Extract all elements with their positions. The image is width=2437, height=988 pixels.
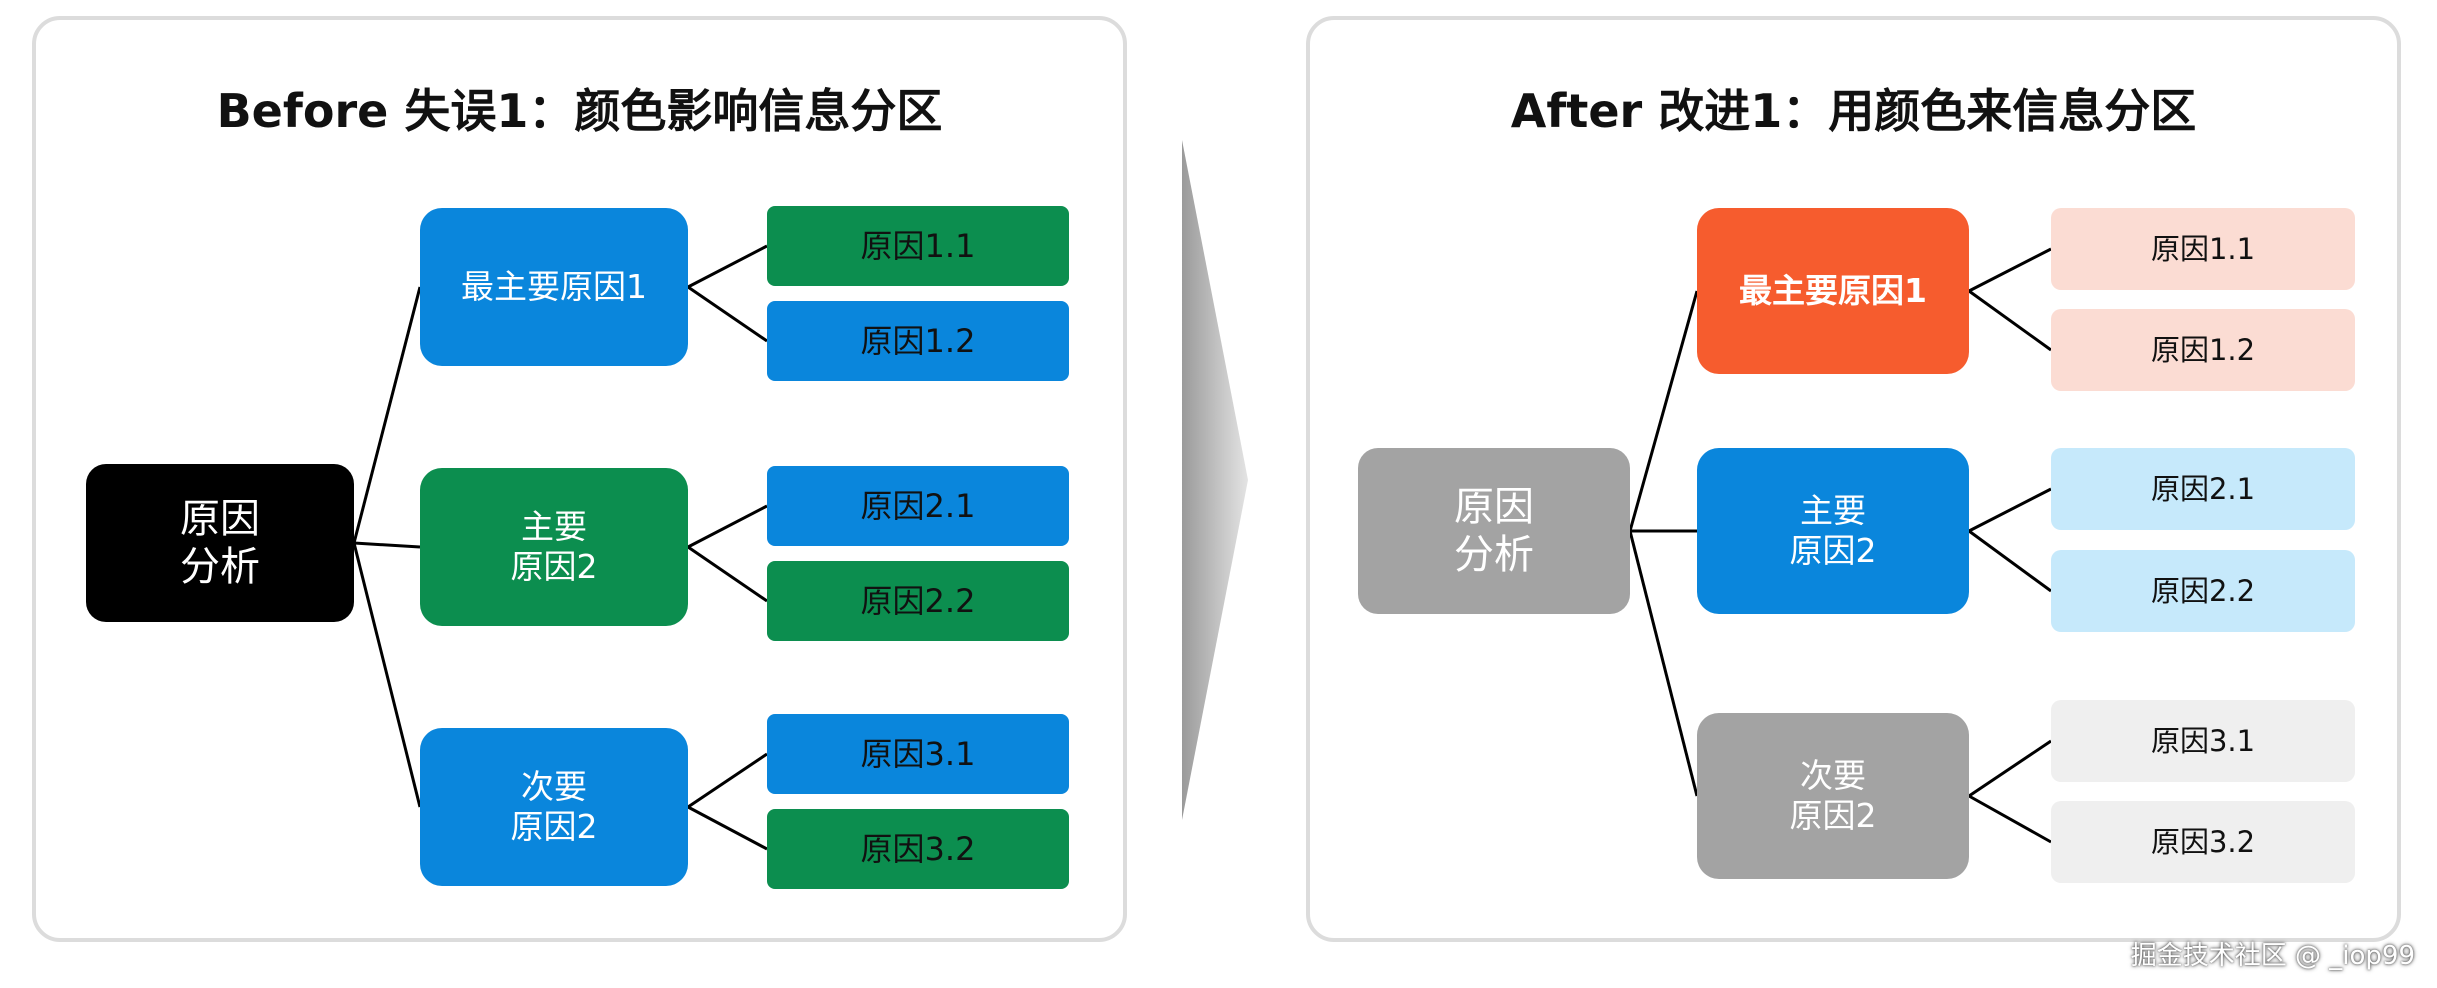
before-leaf-2-1: 原因2.1 [767,466,1069,546]
after-leaf-1-1: 原因1.1 [2051,208,2355,290]
before-link-branch-2-leaf-1 [687,504,768,549]
after-leaf-2-2: 原因2.2 [2051,550,2355,632]
after-link-branch-1-leaf-2 [1968,289,2052,352]
after-title: After 改进1：用颜色来信息分区 [1510,84,2197,138]
before-link-root-branch-3 [352,542,422,808]
after-branch-3: 次要 原因2 [1697,713,1969,879]
after-branch-2: 主要 原因2 [1697,448,1969,614]
before-link-branch-1-leaf-1 [687,244,768,289]
before-link-branch-3-leaf-2 [687,805,768,851]
transition-arrow-icon [1182,140,1248,820]
after-leaf-3-1: 原因3.1 [2051,700,2355,782]
after-link-root-branch-3 [1628,530,1699,797]
after-panel: After 改进1：用颜色来信息分区 原因 分析 最主要原因1 主要 原因2 次… [1306,16,2401,942]
before-branch-3: 次要 原因2 [420,728,688,886]
after-link-root-branch-1 [1628,290,1699,532]
before-link-branch-3-leaf-1 [687,752,768,809]
before-leaf-1-1: 原因1.1 [767,206,1069,286]
after-leaf-1-2: 原因1.2 [2051,309,2355,391]
watermark-text: 掘金技术社区 @ _iop99 [2130,941,2415,971]
after-link-branch-2-leaf-2 [1968,529,2052,593]
after-link-branch-1-leaf-1 [1968,247,2052,293]
after-leaf-2-1: 原因2.1 [2051,448,2355,530]
before-title: Before 失误1：颜色影响信息分区 [216,84,943,138]
after-link-branch-3-leaf-2 [1968,794,2052,844]
before-leaf-1-2: 原因1.2 [767,301,1069,381]
after-root-node: 原因 分析 [1358,448,1630,614]
after-link-branch-3-leaf-1 [1968,739,2052,798]
before-root-node: 原因 分析 [86,464,354,622]
before-leaf-3-1: 原因3.1 [767,714,1069,794]
before-leaf-2-2: 原因2.2 [767,561,1069,641]
before-branch-1: 最主要原因1 [420,208,688,366]
before-link-root-branch-2 [353,541,421,549]
before-branch-2: 主要 原因2 [420,468,688,626]
before-leaf-3-2: 原因3.2 [767,809,1069,889]
after-branch-1: 最主要原因1 [1697,208,1969,374]
before-link-branch-1-leaf-2 [687,285,768,343]
before-panel: Before 失误1：颜色影响信息分区 原因 分析 最主要原因1 主要 原因2 … [32,16,1127,942]
before-link-branch-2-leaf-2 [687,545,768,603]
after-link-branch-2-leaf-1 [1968,487,2052,533]
after-leaf-3-2: 原因3.2 [2051,801,2355,883]
before-link-root-branch-1 [352,286,422,544]
